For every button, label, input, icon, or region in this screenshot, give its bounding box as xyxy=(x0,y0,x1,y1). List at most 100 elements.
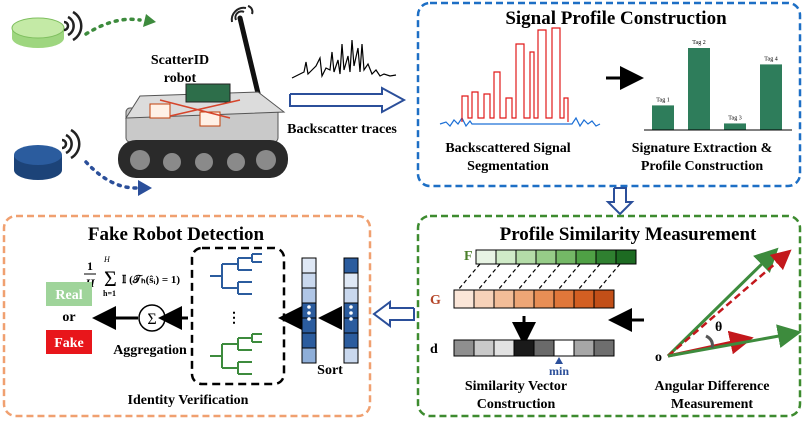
svg-text:h=1: h=1 xyxy=(103,289,116,298)
hollow-arrow-traces xyxy=(289,86,407,114)
segmented-signal-plot xyxy=(439,27,601,128)
vector-cell xyxy=(475,249,497,265)
angle-diagram xyxy=(666,247,802,358)
green-tag xyxy=(11,17,65,48)
vector-cell xyxy=(301,347,317,364)
green-dotted-arrow xyxy=(84,17,142,36)
vector-cell xyxy=(573,339,595,357)
signal-left-caption-line2: Segmentation xyxy=(467,159,549,174)
signal-right-caption-line1: Signature Extraction & xyxy=(632,141,773,156)
green-tree-icon xyxy=(210,333,262,375)
robot-label-line1: ScatterID xyxy=(151,53,209,68)
ellipsis-dot xyxy=(307,311,311,315)
bar-label: Tag 1 xyxy=(656,97,669,103)
similarity-left-caption-line2: Construction xyxy=(477,397,556,412)
vector-cell xyxy=(453,289,475,309)
bar xyxy=(724,123,746,130)
origin-label: o xyxy=(655,350,662,365)
ellipsis-dot xyxy=(349,311,353,315)
ellipsis-icon: ⋮ xyxy=(227,311,241,326)
similarity-right-caption-line1: Angular Difference xyxy=(655,379,770,394)
real-label: Real xyxy=(55,288,82,303)
signal-right-caption-line2: Profile Construction xyxy=(641,159,763,174)
vector-cell xyxy=(495,249,517,265)
fake-box xyxy=(46,330,92,354)
vector-cell xyxy=(515,249,537,265)
vector-cell xyxy=(615,249,637,265)
robot-label-line2: robot xyxy=(164,71,197,86)
blue-tag xyxy=(14,145,62,180)
svg-text:1: 1 xyxy=(87,259,93,273)
min-label: min xyxy=(549,364,569,378)
vector-cell xyxy=(575,249,597,265)
signal-profile-panel xyxy=(416,1,802,188)
sorted-vector xyxy=(301,257,317,364)
ellipsis-dot xyxy=(307,317,311,321)
vector-cell xyxy=(493,289,515,309)
similarity-title: Profile Similarity Measurement xyxy=(500,224,757,245)
vector-cell xyxy=(553,289,575,309)
vector-cell xyxy=(595,249,617,265)
signal-left-caption-line1: Backscattered Signal xyxy=(445,141,570,156)
bar xyxy=(760,64,782,130)
vector-cell xyxy=(343,287,359,304)
vector-cell xyxy=(301,332,317,349)
ellipsis-dot xyxy=(349,317,353,321)
svg-text:𝕀 (𝒯ₕ(ŝᵢ) = 1): 𝕀 (𝒯ₕ(ŝᵢ) = 1) xyxy=(122,273,180,286)
similarity-right-caption-line2: Measurement xyxy=(671,397,753,412)
vector-cell xyxy=(493,339,515,357)
vector-cell xyxy=(555,249,577,265)
row-f-label: F xyxy=(464,249,473,264)
vector-cell xyxy=(473,289,495,309)
ellipsis-dot xyxy=(307,305,311,309)
bar-label: Tag 4 xyxy=(764,56,777,62)
identity-label: Identity Verification xyxy=(128,393,249,408)
sigma-icon: Σ xyxy=(147,311,156,328)
vector-cell xyxy=(533,289,555,309)
vector-cell xyxy=(573,289,595,309)
aggregation-formula: 1 H Σ H h=1 𝕀 (𝒯ₕ(ŝᵢ) = 1) xyxy=(84,255,180,298)
vector-cell xyxy=(343,332,359,349)
wifi-icon xyxy=(63,10,83,42)
vector-cell xyxy=(593,289,615,309)
green-arrow-head xyxy=(143,14,156,27)
row-g-label: G xyxy=(430,293,441,308)
wifi-icon xyxy=(61,128,81,160)
bar xyxy=(652,105,674,130)
robot-illustration xyxy=(118,5,288,178)
vector-cell xyxy=(301,272,317,289)
fake-detection-panel xyxy=(2,214,372,418)
vector-cell xyxy=(533,339,555,357)
signal-profile-title: Signal Profile Construction xyxy=(505,8,727,29)
similarity-left-caption-line1: Similarity Vector xyxy=(465,379,567,394)
sort-label: Sort xyxy=(317,363,343,378)
vector-f xyxy=(475,249,637,265)
svg-text:Σ: Σ xyxy=(104,266,117,291)
unsorted-vector xyxy=(343,257,359,364)
blue-tree-icon xyxy=(210,253,262,295)
similarity-panel xyxy=(416,214,802,418)
vector-d xyxy=(453,339,615,357)
vector-cell xyxy=(535,249,557,265)
bar-label: Tag 2 xyxy=(692,40,705,46)
or-label: or xyxy=(62,310,75,325)
row-d-label: d xyxy=(430,342,438,357)
vector-cell xyxy=(513,339,535,357)
min-marker xyxy=(555,357,563,364)
vector-cell xyxy=(301,287,317,304)
dashed-connectors xyxy=(457,263,621,291)
vector-cell xyxy=(473,339,495,357)
fake-detection-title: Fake Robot Detection xyxy=(88,224,265,245)
vector-cell xyxy=(553,339,575,357)
blue-dotted-arrow xyxy=(84,160,138,190)
svg-text:H: H xyxy=(103,255,111,264)
vector-cell xyxy=(343,272,359,289)
real-box xyxy=(46,282,92,306)
fake-label: Fake xyxy=(54,336,84,351)
bar xyxy=(688,48,710,130)
aggregation-label: Aggregation xyxy=(113,343,187,358)
blue-arrow-head xyxy=(138,180,152,196)
hollow-arrow-left xyxy=(372,300,415,328)
